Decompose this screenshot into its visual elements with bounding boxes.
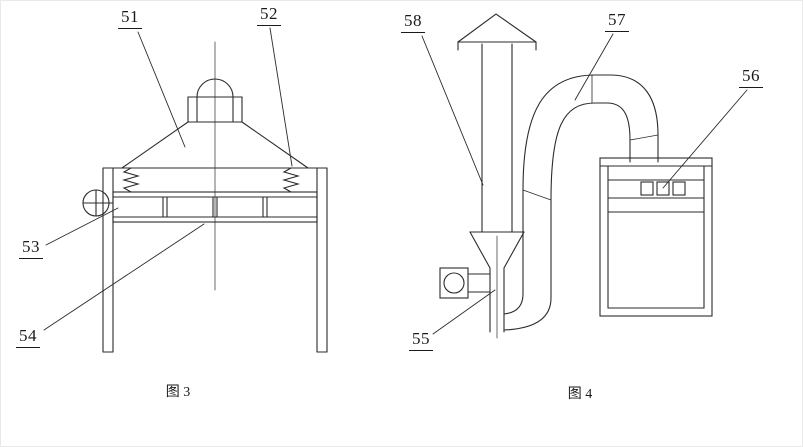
screen-deck [112, 191, 318, 223]
figure-3: 51 52 53 54 图 3 [0, 0, 395, 447]
figure-4-caption: 图 4 [567, 387, 593, 402]
frame-legs [102, 167, 328, 353]
figure-3-caption: 图 3 [165, 385, 191, 400]
chimney [481, 43, 513, 233]
ref-label-56: 56 [739, 66, 763, 88]
leader-56 [662, 89, 748, 189]
leader-58 [421, 35, 484, 186]
ref-label-54: 54 [16, 326, 40, 348]
figure-4-drawing [421, 13, 748, 339]
cabinet-internals [607, 179, 705, 199]
leader-54 [43, 223, 205, 331]
dome-cap [187, 78, 243, 123]
ref-label-57: 57 [605, 10, 629, 32]
ref-label-58: 58 [401, 11, 425, 33]
leader-55 [432, 289, 496, 335]
ref-label-55: 55 [409, 329, 433, 351]
leader-57 [574, 33, 614, 101]
spring-right [281, 167, 301, 193]
hood [121, 121, 309, 169]
ref-label-53: 53 [19, 237, 43, 259]
leader-lines [43, 27, 293, 331]
funnel [469, 231, 525, 339]
figure-3-drawing [43, 27, 328, 353]
fan-motor [439, 267, 491, 299]
leader-52 [269, 27, 293, 167]
chimney-cap [457, 13, 537, 51]
figure-4: 58 57 56 55 图 4 [395, 0, 803, 447]
leader-51 [137, 31, 186, 148]
leader-lines [421, 33, 748, 335]
ref-label-52: 52 [257, 4, 281, 26]
ref-label-51: 51 [118, 7, 142, 29]
spring-left [121, 167, 141, 193]
cabinet [599, 157, 713, 317]
leader-53 [45, 207, 119, 246]
side-wheel [82, 189, 114, 217]
duct-pipe [503, 74, 659, 331]
